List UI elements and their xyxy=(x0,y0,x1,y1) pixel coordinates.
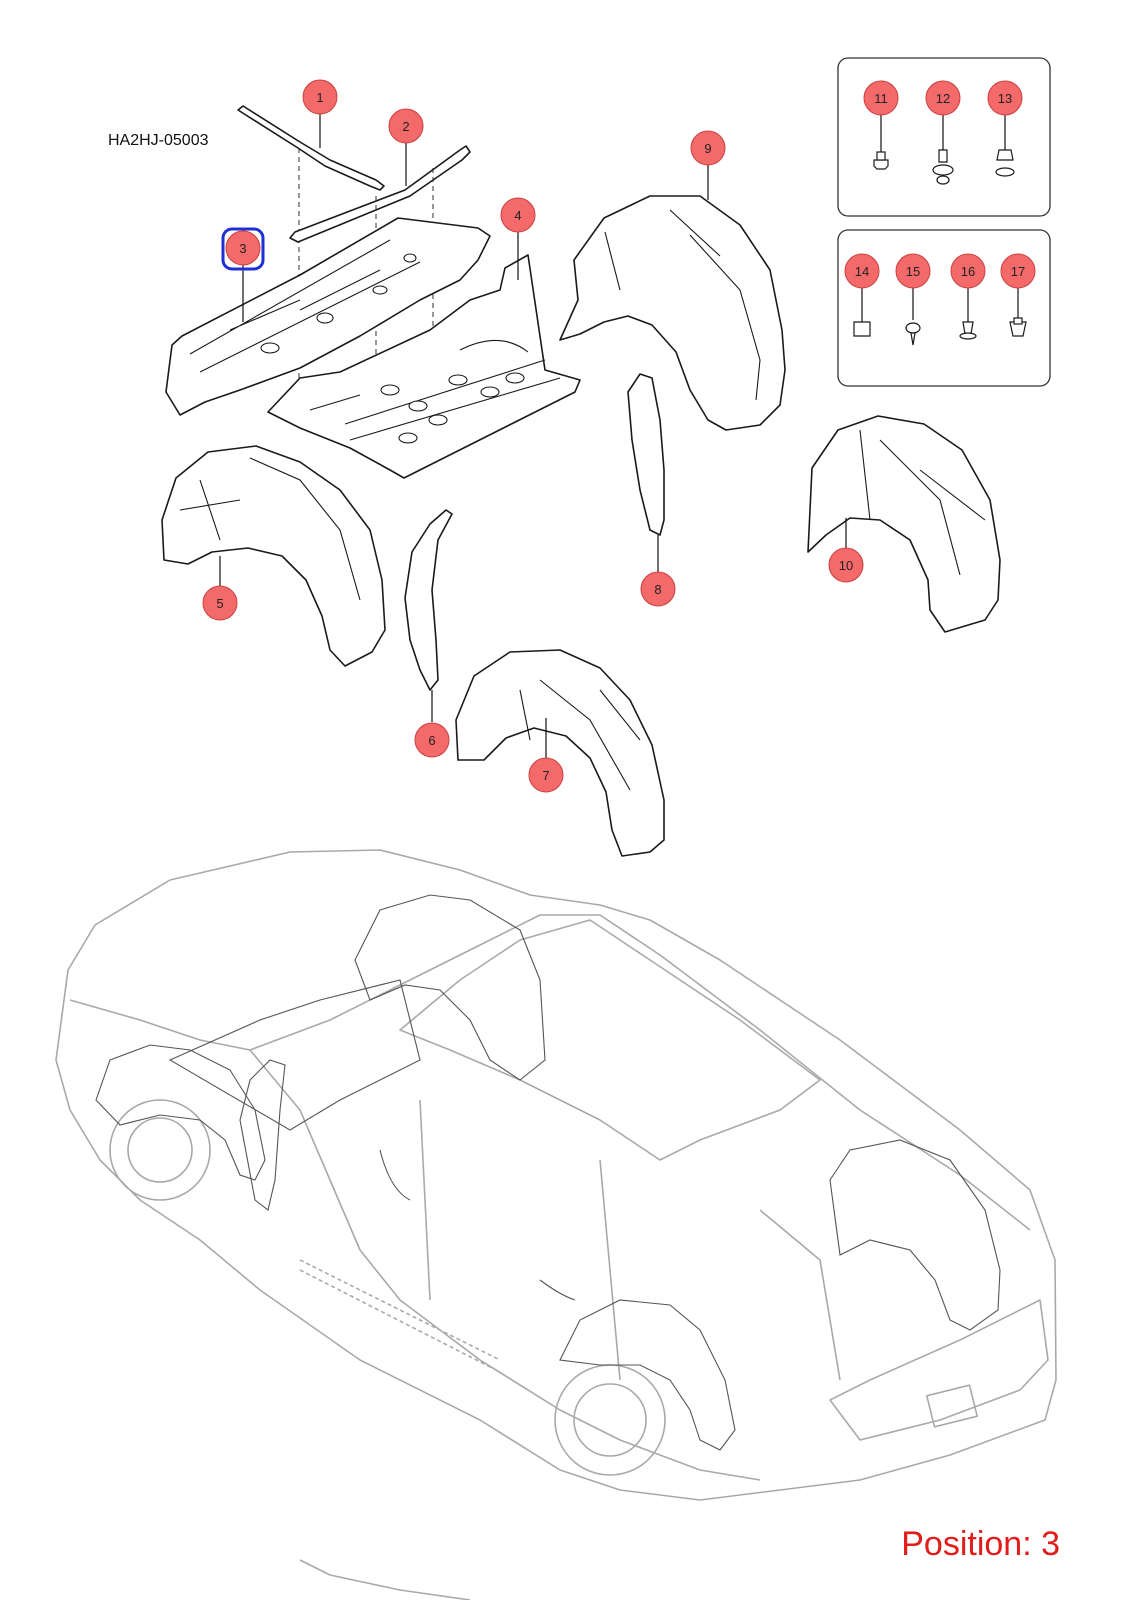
fastener-11 xyxy=(873,114,889,170)
part-10-wheel-liner xyxy=(807,415,1001,633)
callout-12[interactable]: 12 xyxy=(925,80,961,116)
callout-7[interactable]: 7 xyxy=(528,757,564,793)
callout-3[interactable]: 3 xyxy=(221,227,265,271)
callout-16[interactable]: 16 xyxy=(950,253,986,289)
svg-text:4: 4 xyxy=(514,208,521,223)
svg-text:16: 16 xyxy=(961,264,975,279)
svg-text:12: 12 xyxy=(936,91,950,106)
fastener-13 xyxy=(995,114,1015,177)
callout-5[interactable]: 5 xyxy=(202,585,238,621)
svg-text:7: 7 xyxy=(542,768,549,783)
callout-6[interactable]: 6 xyxy=(414,722,450,758)
fastener-14 xyxy=(853,288,871,337)
callout-11[interactable]: 11 xyxy=(863,80,899,116)
part-5-wheel-liner xyxy=(161,445,386,667)
callout-8[interactable]: 8 xyxy=(640,571,676,607)
callout-2[interactable]: 2 xyxy=(388,108,424,144)
callout-4[interactable]: 4 xyxy=(500,197,536,233)
svg-text:9: 9 xyxy=(704,141,711,156)
highlight-ring xyxy=(221,227,265,271)
svg-text:14: 14 xyxy=(855,264,869,279)
vehicle-illustration xyxy=(55,849,1057,1601)
part-4-front-floor-panel xyxy=(267,230,581,479)
diagram-code: HA2HJ-05003 xyxy=(108,132,209,149)
fastener-12 xyxy=(932,114,954,185)
part-8-trim-strip xyxy=(627,373,665,572)
part-9-wheel-liner xyxy=(559,164,786,431)
callout-13[interactable]: 13 xyxy=(987,80,1023,116)
callout-10[interactable]: 10 xyxy=(828,547,864,583)
svg-text:1: 1 xyxy=(316,90,323,105)
svg-text:3: 3 xyxy=(239,241,246,256)
svg-text:5: 5 xyxy=(216,596,223,611)
callout-1[interactable]: 1 xyxy=(302,79,338,115)
callout-17[interactable]: 17 xyxy=(1000,253,1036,289)
svg-text:2: 2 xyxy=(402,119,409,134)
callout-15[interactable]: 15 xyxy=(895,253,931,289)
svg-text:10: 10 xyxy=(839,558,853,573)
svg-text:11: 11 xyxy=(874,91,888,106)
callout-14[interactable]: 14 xyxy=(844,253,880,289)
fastener-16 xyxy=(959,288,977,340)
fastener-17 xyxy=(1009,288,1027,337)
svg-text:6: 6 xyxy=(428,733,435,748)
svg-text:15: 15 xyxy=(906,264,920,279)
svg-text:17: 17 xyxy=(1011,264,1025,279)
svg-text:13: 13 xyxy=(998,91,1012,106)
position-label: Position: 3 xyxy=(901,1525,1060,1563)
part-6-trim-strip xyxy=(404,509,453,722)
fastener-15 xyxy=(905,288,921,346)
callout-9[interactable]: 9 xyxy=(690,130,726,166)
fastener-box-lower xyxy=(837,229,1051,387)
part-3-rear-floor-panel xyxy=(165,217,491,416)
part-7-wheel-liner xyxy=(455,649,665,857)
svg-text:8: 8 xyxy=(654,582,661,597)
